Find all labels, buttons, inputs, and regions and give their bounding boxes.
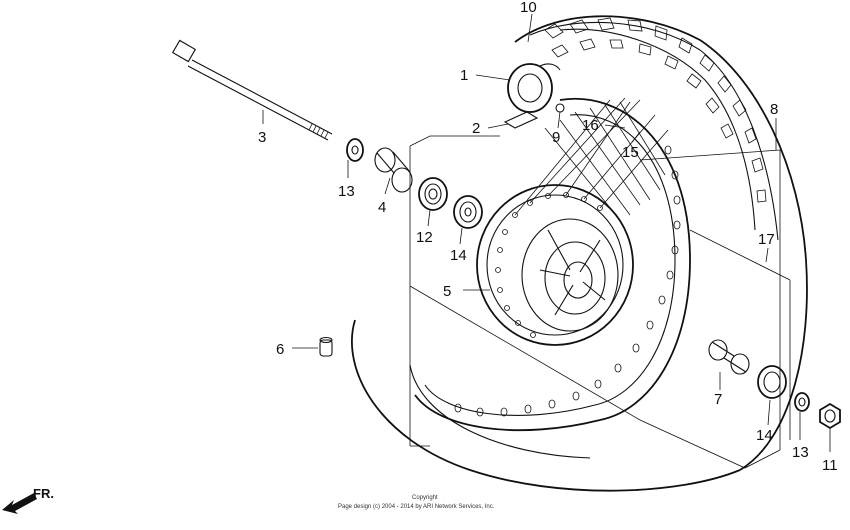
callout-6: 6	[276, 341, 284, 358]
valve-cap	[319, 336, 333, 357]
axle-nut	[819, 402, 841, 430]
callout-12: 12	[416, 229, 433, 246]
callout-15: 15	[622, 144, 639, 161]
callout-11: 11	[822, 457, 838, 474]
dust-seal	[418, 177, 448, 211]
inner-tube	[507, 63, 561, 113]
callout-10: 10	[520, 0, 537, 16]
valve	[555, 103, 565, 113]
front-arrow-icon	[2, 493, 37, 514]
callout-13-right: 13	[792, 444, 809, 461]
bearing-right	[757, 365, 787, 399]
tire	[514, 15, 808, 471]
collar-left	[374, 147, 413, 193]
collar-right	[708, 339, 750, 375]
hub	[476, 184, 634, 346]
leader-lines	[262, 13, 831, 452]
copyright-line-1: Copyright	[412, 495, 438, 501]
bearing-left	[453, 195, 483, 229]
copyright-notice: Copyright Page design (c) 2004 - 2014 by…	[338, 495, 495, 510]
callout-1: 1	[460, 67, 468, 84]
callouts: 10 1 2 9 16 15 3 13 4 12 14 5 6 7 8 17 1…	[258, 0, 838, 474]
washer-right	[794, 392, 810, 412]
callout-7: 7	[714, 391, 722, 408]
callout-13-left: 13	[338, 183, 355, 200]
callout-9: 9	[552, 129, 560, 146]
assembly-brackets	[409, 135, 791, 469]
rim	[414, 97, 691, 432]
callout-2: 2	[472, 120, 480, 137]
callout-5: 5	[443, 283, 451, 300]
front-label: FR.	[33, 486, 54, 501]
tire-front-section	[351, 319, 741, 492]
callout-17: 17	[758, 231, 775, 248]
callout-8: 8	[770, 101, 778, 118]
callout-16: 16	[582, 117, 599, 134]
callout-14-right: 14	[756, 427, 773, 444]
callout-3: 3	[258, 129, 266, 146]
copyright-line-2: Page design (c) 2004 - 2014 by ARI Netwo…	[338, 504, 495, 510]
front-direction-indicator: FR.	[2, 486, 54, 514]
axle	[171, 39, 333, 141]
callout-4: 4	[378, 199, 386, 216]
spokes	[514, 97, 669, 221]
rim-band	[503, 111, 539, 129]
washer-left	[346, 138, 364, 162]
callout-14-left-label: 14	[450, 247, 467, 264]
